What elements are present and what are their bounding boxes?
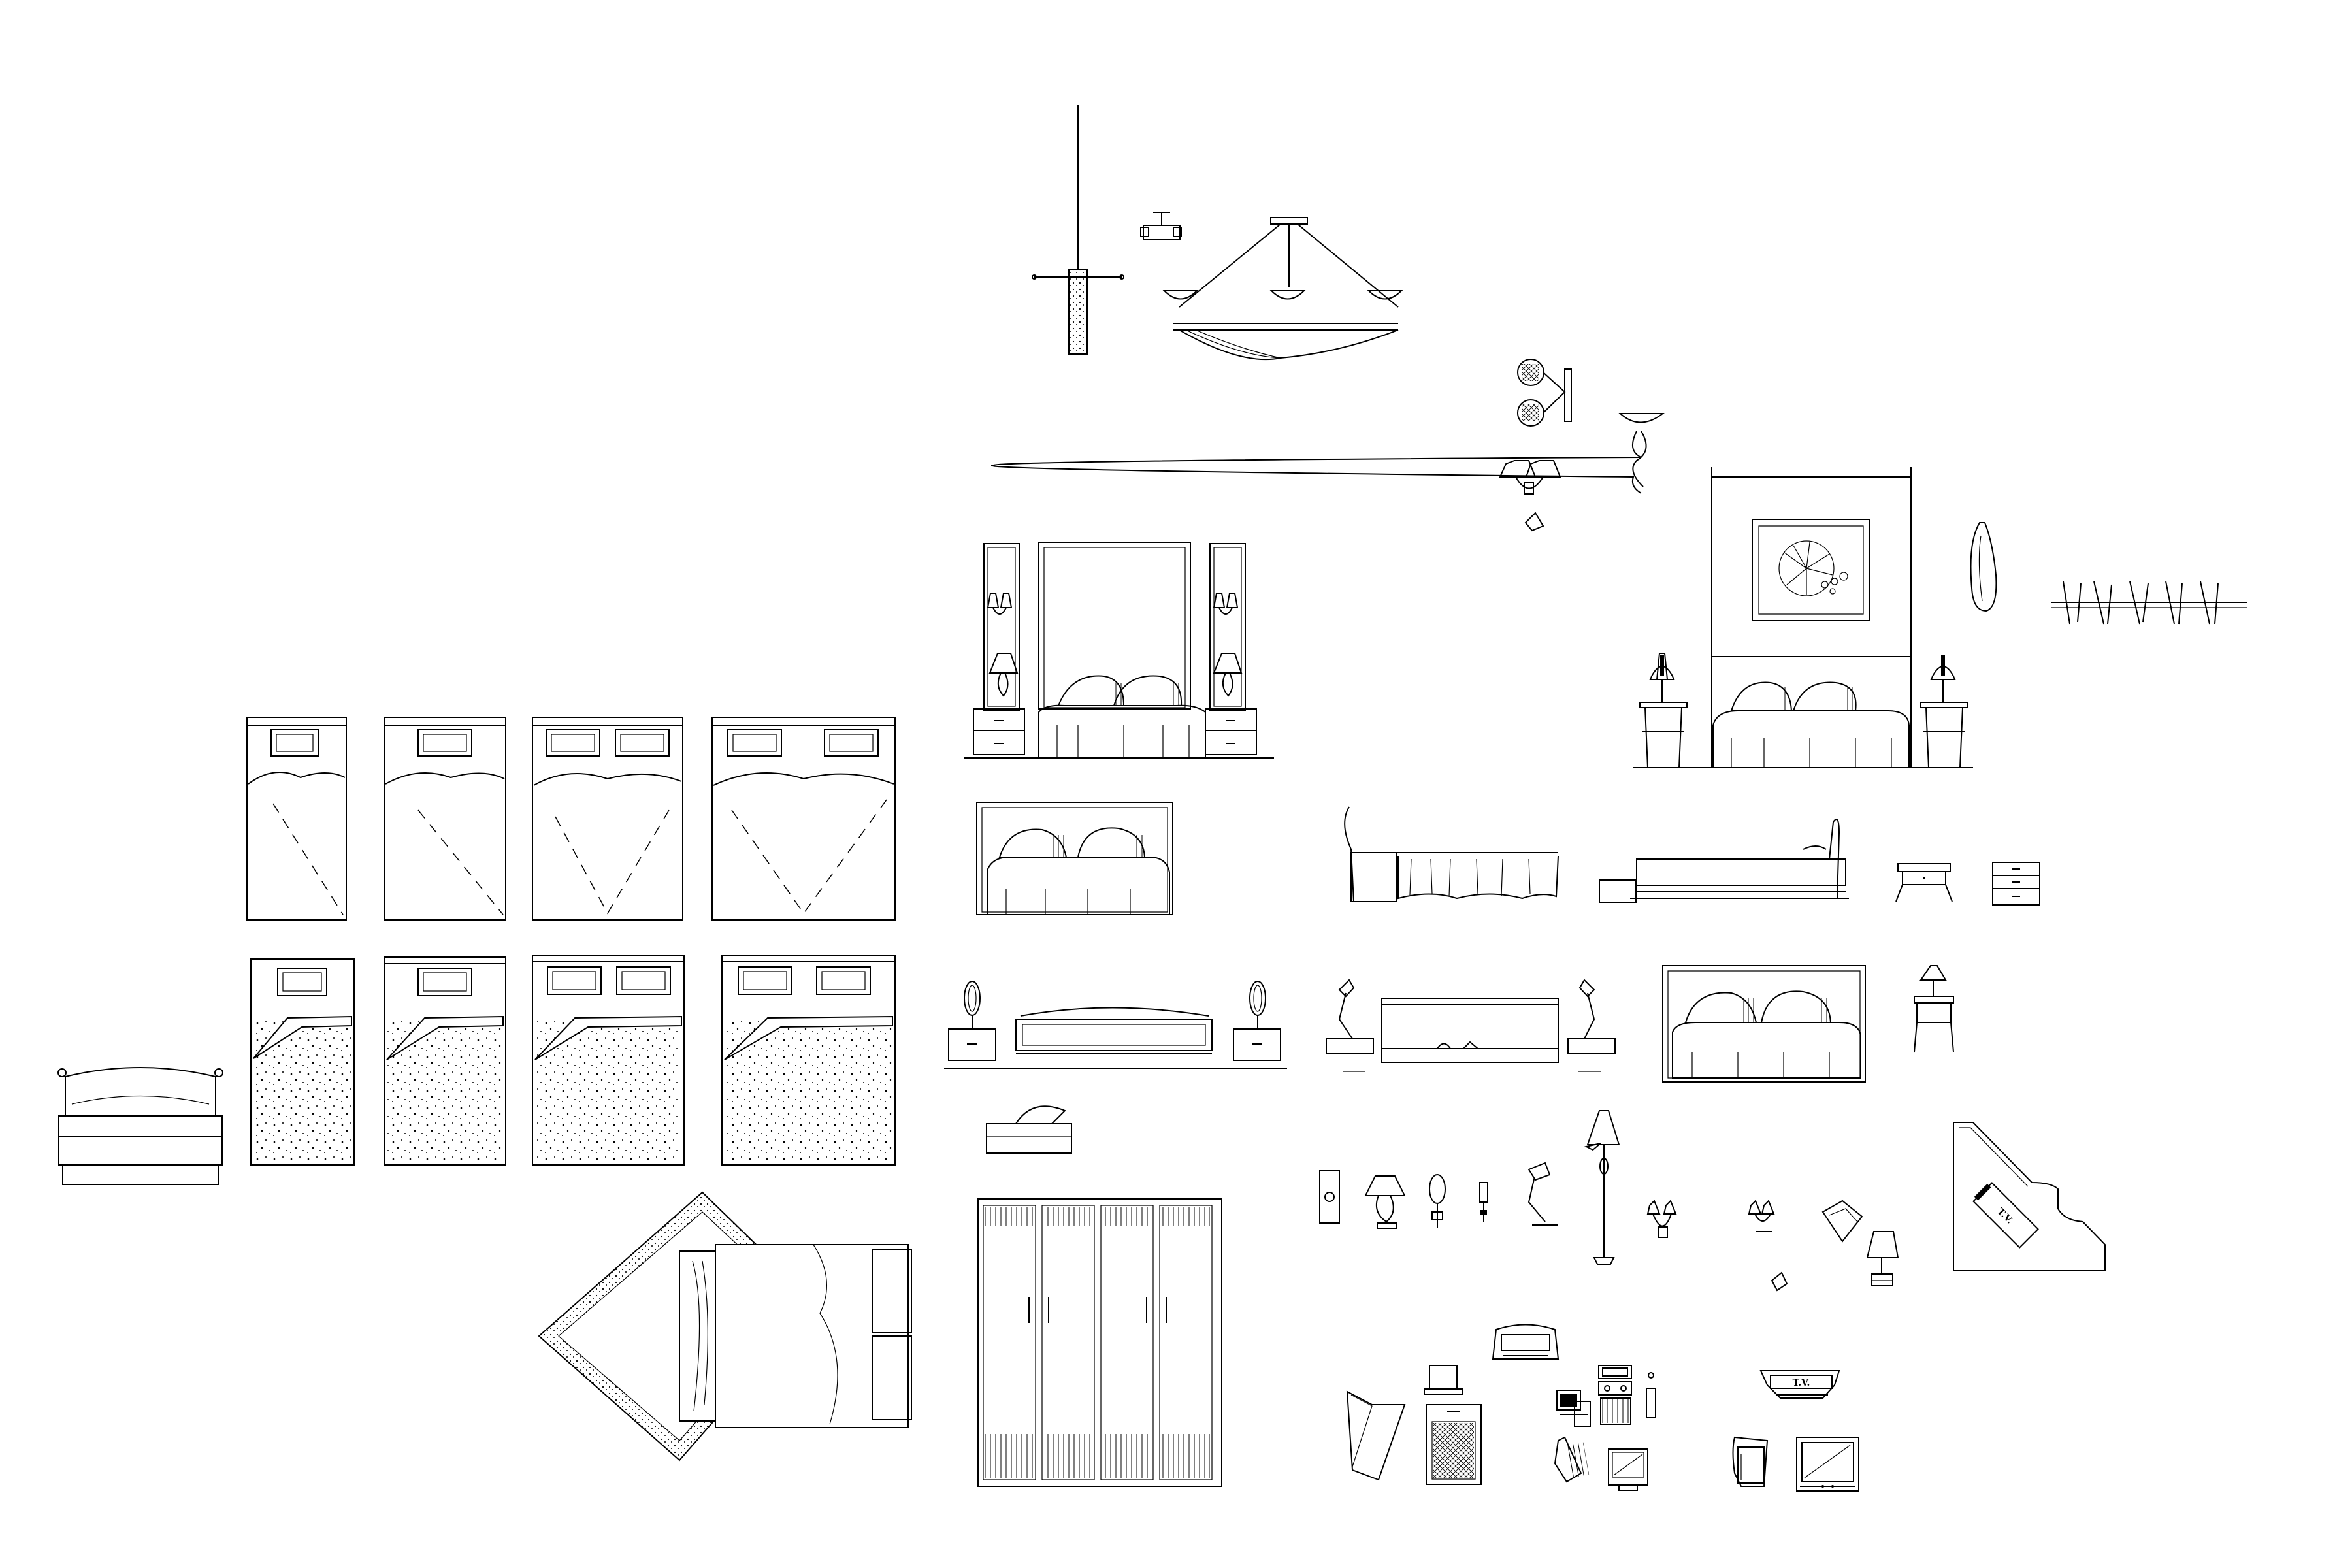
radio-unit xyxy=(1493,1325,1558,1360)
pendant-lamp-elevation xyxy=(1032,105,1124,354)
wall-lamp-oval xyxy=(1429,1175,1445,1228)
table-lamp-twisted-base xyxy=(1365,1176,1405,1228)
bed-elevation-with-ovoid-lamps xyxy=(944,981,1287,1068)
double-bed-plan-1 xyxy=(532,717,683,920)
speaker-grille xyxy=(1426,1405,1481,1484)
bed-plan-on-rug xyxy=(539,1192,911,1460)
wall-sconce-cup xyxy=(992,414,1663,493)
wall-switch-panel xyxy=(1320,1171,1339,1223)
double-bed-plan-quilted-2 xyxy=(722,955,895,1165)
wall-sconce-twin-shade xyxy=(1500,461,1560,494)
bed-small-footboard-elevation xyxy=(987,1106,1071,1153)
tv-corner-label: T.V. xyxy=(1995,1206,2014,1226)
keyboard-tilted xyxy=(1555,1437,1590,1482)
crt-tv-side xyxy=(1733,1437,1768,1486)
book-open xyxy=(1823,1201,1862,1241)
crt-tv-front xyxy=(1797,1437,1859,1491)
double-bed-plan-quilted-1 xyxy=(532,955,684,1165)
double-bed-plan-2 xyxy=(712,717,895,920)
nightstand-side-elevation xyxy=(1896,864,1952,902)
crt-monitor-front xyxy=(1609,1449,1648,1490)
wall-sconce-pair-small xyxy=(1648,1201,1676,1237)
large-chandelier-elevation xyxy=(1164,218,1401,359)
tv-cabinet-plan: T.V. xyxy=(1761,1371,1839,1398)
wall-lamp-candle xyxy=(1480,1183,1488,1222)
bed-elevation-with-arc-lamps xyxy=(1326,980,1615,1071)
desk-lamp-angled xyxy=(1529,1163,1558,1225)
small-chandelier-elevation xyxy=(1141,212,1181,240)
bed-elevation-with-artwork xyxy=(1633,467,1973,768)
nightstand-with-lamp-elevation xyxy=(1914,966,1953,1052)
single-bed-plan-quilted-2 xyxy=(384,957,506,1165)
dresser-small-elevation xyxy=(1993,862,2040,905)
wall-sconce-double-globe xyxy=(1518,359,1571,426)
floor-lamp xyxy=(1586,1111,1619,1264)
wardrobe-elevation xyxy=(978,1199,1222,1486)
bed-elevation-with-wall-panels xyxy=(964,542,1274,758)
tv-corner-unit-plan: T.V. xyxy=(1953,1122,2105,1271)
small-clock-plan-2 xyxy=(1772,1273,1787,1290)
tv-cabinet-label: T.V. xyxy=(1793,1378,1810,1388)
clothes-hangers-rail xyxy=(2051,581,2247,624)
bed-elevation-tufted xyxy=(1663,966,1865,1082)
bed-side-elevation xyxy=(1599,819,1849,902)
bench-elevation xyxy=(58,1068,223,1184)
single-bed-plan-quilted-1 xyxy=(251,959,354,1165)
decor-vase-elevation xyxy=(1971,523,1997,611)
single-bed-plan-2 xyxy=(384,717,506,920)
desktop-monitor-small xyxy=(1424,1365,1462,1394)
daybed-side-elevation xyxy=(1345,807,1558,902)
wall-sconce-pair-small-2 xyxy=(1749,1201,1774,1232)
bed-elevation-padded-headboard xyxy=(977,802,1173,915)
audio-rack xyxy=(1599,1365,1656,1424)
single-bed-plan-1 xyxy=(247,717,346,920)
laptop-open xyxy=(1347,1392,1405,1480)
small-clock-plan xyxy=(1526,513,1543,531)
desktop-computer-side xyxy=(1557,1390,1590,1426)
table-lamp-shade xyxy=(1867,1232,1898,1286)
